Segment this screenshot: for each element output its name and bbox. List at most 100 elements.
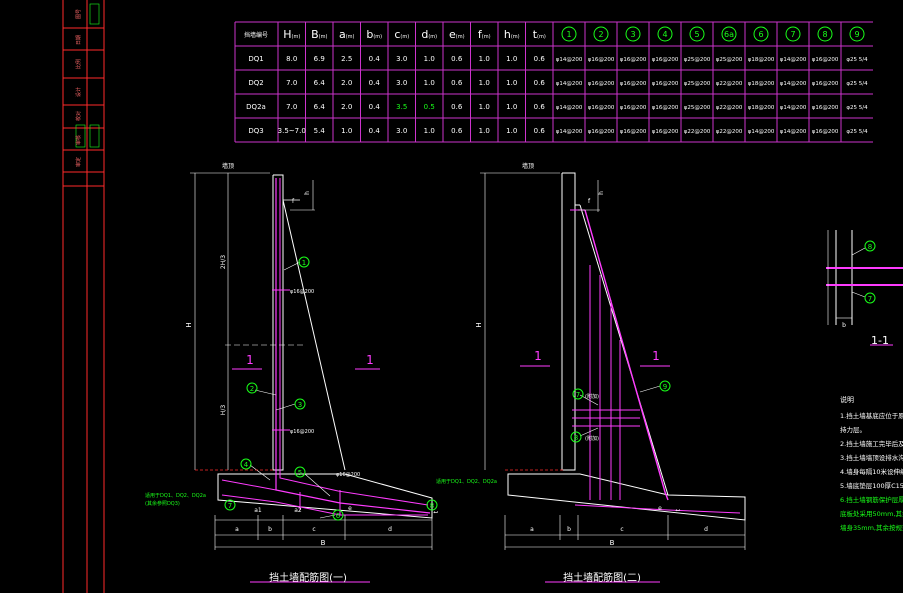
table-bar-header-circle bbox=[721, 26, 737, 42]
table-bar-value: φ25@200 bbox=[684, 105, 711, 111]
table-bar-value: φ16@200 bbox=[588, 129, 615, 135]
title-block-cell: 图号 bbox=[76, 9, 82, 19]
rebar-callout-number: 9 bbox=[663, 383, 667, 391]
table-bar-header-circle bbox=[849, 26, 865, 42]
dim-e: e bbox=[348, 505, 352, 512]
additional-bar-note: (附加) bbox=[585, 393, 599, 400]
table-bar-header-circle bbox=[689, 26, 705, 42]
note-line: 1.挡土墙基底应位于原状土上 bbox=[840, 411, 903, 420]
rebar-note-lower: φ16@200 bbox=[290, 429, 314, 435]
dim-c: c bbox=[620, 526, 623, 533]
rebar-callout-number: 2 bbox=[250, 385, 254, 393]
section-mark-left: 1 bbox=[534, 349, 542, 363]
dim-a1: a1 bbox=[254, 507, 262, 514]
table-param-value: 1.0 bbox=[424, 127, 435, 135]
additional-bar-note: (附加) bbox=[585, 435, 599, 442]
table-bar-value: φ25 5/4 bbox=[846, 57, 868, 63]
table-param-header: d(m) bbox=[421, 28, 437, 41]
rebar-callout-circle bbox=[294, 466, 306, 478]
rebar-callout-number: 8 bbox=[574, 434, 578, 442]
title-block-cell: 比例 bbox=[75, 59, 82, 69]
table-bar-value: φ14@200 bbox=[556, 129, 583, 135]
wall2-base-slab bbox=[507, 473, 746, 521]
table-param-header: c(m) bbox=[394, 28, 409, 41]
table-bar-value: φ18@200 bbox=[748, 57, 775, 63]
table-param-value: 1.0 bbox=[424, 55, 435, 63]
table-bar-value: φ16@200 bbox=[652, 129, 679, 135]
dim-B: B bbox=[610, 539, 615, 547]
table-param-value: 7.0 bbox=[286, 79, 297, 87]
wall1-batter-line bbox=[282, 199, 346, 471]
table-bar-value: φ25 5/4 bbox=[846, 129, 868, 135]
rebar-callout-circle bbox=[298, 256, 310, 268]
table-corner-header: 挡墙编号 bbox=[244, 31, 268, 39]
table-bar-value: φ25@200 bbox=[684, 81, 711, 87]
table-bar-value: φ16@200 bbox=[588, 105, 615, 111]
table-bar-header-circle bbox=[561, 26, 577, 42]
table-param-value: 0.6 bbox=[534, 103, 546, 111]
rebar-callout-circle bbox=[864, 240, 876, 252]
table-bar-header: 4 bbox=[662, 30, 667, 39]
rebar-callout-number: 7 bbox=[868, 295, 872, 303]
dim-a: a bbox=[530, 526, 534, 533]
table-bar-value: φ16@200 bbox=[620, 57, 647, 63]
table-param-value: 0.6 bbox=[534, 79, 546, 87]
table-param-value: 6.9 bbox=[314, 55, 325, 63]
rebar-callout-circle bbox=[426, 499, 438, 511]
table-bar-value: φ16@200 bbox=[812, 129, 839, 135]
wall2-rebar-batter bbox=[584, 209, 669, 501]
table-bar-header: 5 bbox=[694, 30, 699, 39]
rebar-note-base: φ16@200 bbox=[336, 472, 360, 478]
title-block-cell: 设计 bbox=[75, 87, 82, 97]
table-param-value: 0.5 bbox=[424, 103, 435, 111]
table-bar-value: φ14@200 bbox=[780, 105, 807, 111]
dim-c: c bbox=[312, 526, 315, 533]
dim-H: H bbox=[475, 322, 483, 327]
table-bar-value: φ25 5/4 bbox=[846, 81, 868, 87]
note-line: 2.挡土墙施工完毕后及时回填 bbox=[840, 439, 903, 448]
table-bar-value: φ16@200 bbox=[812, 57, 839, 63]
design-notes: 说明1.挡土墙基底应位于原状土上 持力层。2.挡土墙施工完毕后及时回填3.挡土墙… bbox=[840, 395, 903, 532]
applicability-note-right: 适用于DQ1、DQ2、DQ2a bbox=[436, 478, 497, 485]
table-bar-header-circle bbox=[657, 26, 673, 42]
title-block-cell: 日期 bbox=[76, 35, 82, 45]
table-bar-value: φ16@200 bbox=[620, 105, 647, 111]
wall2-stem-outline bbox=[561, 172, 576, 471]
table-param-header: t(m) bbox=[533, 28, 546, 41]
title-block-cell: 校对 bbox=[75, 111, 82, 121]
rebar-callout-circle bbox=[246, 382, 258, 394]
table-bar-header: 6 bbox=[758, 30, 763, 39]
table-param-value: 7.0 bbox=[286, 103, 297, 111]
table-bar-header: 7 bbox=[790, 30, 795, 39]
table-param-header: b(m) bbox=[366, 28, 382, 41]
table-param-value: 0.6 bbox=[451, 103, 463, 111]
table-bar-header-circle bbox=[785, 26, 801, 42]
table-param-value: 1.0 bbox=[479, 55, 490, 63]
table-bar-value: φ25 5/4 bbox=[846, 105, 868, 111]
note-line: 6.挡土墙钢筋保护层厚度 bbox=[840, 495, 903, 504]
table-bar-value: φ22@200 bbox=[684, 129, 711, 135]
table-param-header: h(m) bbox=[504, 28, 520, 41]
drawing-1-title: 挡土墙配筋图(一) bbox=[269, 571, 347, 584]
table-param-value: 1.0 bbox=[506, 127, 517, 135]
table-param-value: 0.4 bbox=[369, 55, 381, 63]
rebar-callout-circle bbox=[659, 380, 671, 392]
dim-h: h bbox=[304, 191, 311, 195]
title-block-cell: 审核 bbox=[75, 135, 82, 145]
table-bar-value: φ18@200 bbox=[748, 81, 775, 87]
table-bar-header: 8 bbox=[822, 30, 827, 39]
rebar-callout-number: 7 bbox=[576, 391, 580, 399]
rebar-callout-circle bbox=[572, 388, 584, 400]
table-param-value: 3.0 bbox=[396, 79, 407, 87]
table-bar-value: φ14@200 bbox=[780, 129, 807, 135]
rebar-callout-number: 3 bbox=[298, 401, 302, 409]
table-param-value: 1.0 bbox=[506, 103, 517, 111]
table-bar-header-circle bbox=[593, 26, 609, 42]
note-line: 3.挡土墙墙顶设排水沟,具体 bbox=[840, 453, 903, 462]
table-param-value: 2.0 bbox=[341, 79, 352, 87]
note-line: 墙身35mm,其余按规范执行 bbox=[840, 523, 903, 532]
rebar-callout-number: 7 bbox=[228, 502, 232, 510]
